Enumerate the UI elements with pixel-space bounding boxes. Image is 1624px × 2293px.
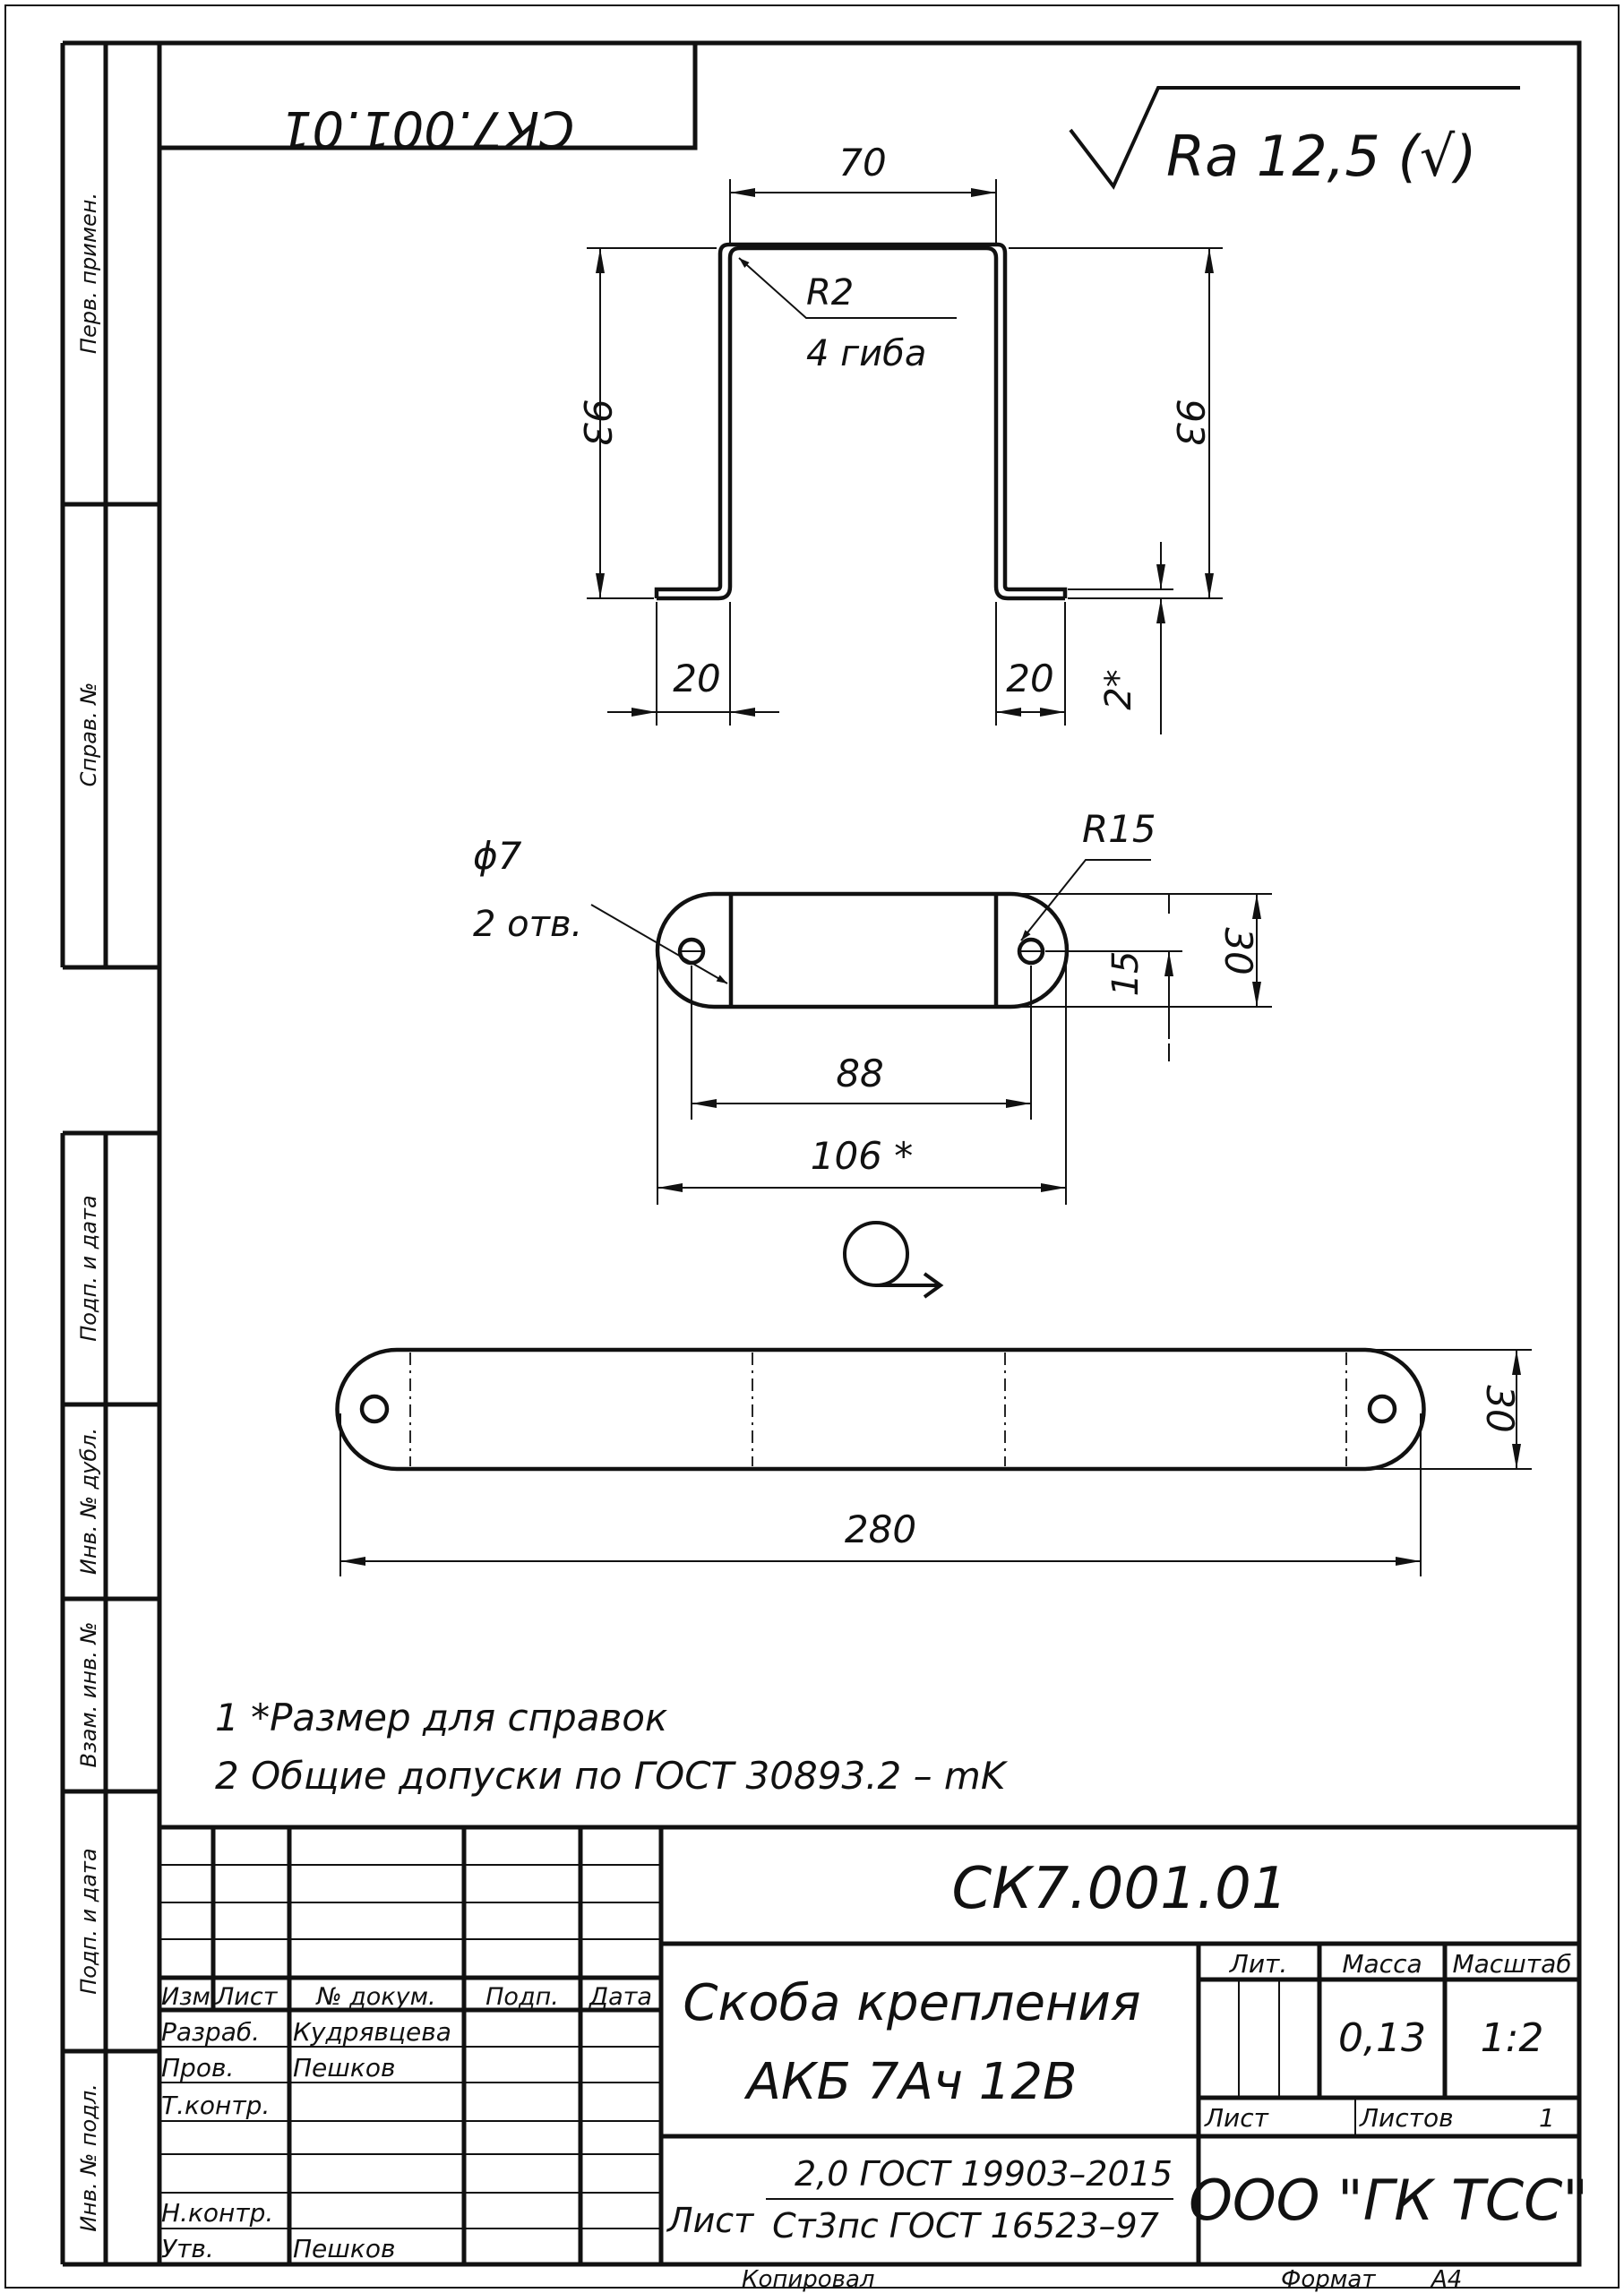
hole-diameter: ϕ7	[473, 834, 522, 878]
col-list: Лист	[215, 1983, 279, 2011]
holes-note: 2 отв.	[473, 904, 582, 945]
blank-hole-right	[1367, 1394, 1397, 1424]
left-strip: Перв. примен. Справ. № Подп. и дата Инв.…	[60, 40, 159, 2267]
name-razrab: Кудрявцева	[293, 2017, 451, 2047]
sheets-label: Листов	[1359, 2103, 1454, 2133]
dim-left-height: 93	[575, 399, 619, 446]
dim-width: 30	[1216, 927, 1260, 975]
material-prefix: Лист	[666, 2201, 755, 2240]
mirrored-code: СК7.001.01	[280, 99, 574, 158]
footer-format-value: А4	[1430, 2266, 1462, 2293]
bends-note: 4 гиба	[806, 333, 926, 374]
mass-value: 0,13	[1338, 2015, 1426, 2061]
col-date: Дата	[589, 1983, 652, 2011]
strip-label-podp-1: Подп. и дата	[76, 1195, 101, 1342]
roughness-symbol: Ra 12,5 (√)	[1069, 86, 1520, 190]
strip-label-podp-2: Подп. и дата	[76, 1848, 101, 1995]
blank-hole-left	[359, 1394, 390, 1424]
material-top: 2,0 ГОСТ 19903–2015	[795, 2154, 1173, 2194]
strip-label-vzam: Взам. инв. №	[76, 1622, 101, 1768]
dim-right-flange: 20	[1006, 657, 1053, 700]
role-tkontr: Т.контр.	[161, 2091, 270, 2120]
note-2: 2 Общие допуски по ГОСТ 30893.2 – mK	[215, 1754, 1009, 1798]
sheets-count: 1	[1539, 2103, 1555, 2133]
designation: СК7.001.01	[951, 1856, 1287, 1922]
dim-top-width: 70	[838, 141, 886, 185]
col-sign: Подп.	[485, 1983, 559, 2011]
strip-label-inv-dubl: Инв. № дубл.	[76, 1428, 101, 1575]
role-prov: Пров.	[161, 2053, 234, 2083]
strip-label-perv: Перв. примен.	[76, 193, 101, 354]
end-radius: R15	[1082, 807, 1156, 851]
drawing-frame	[157, 40, 1582, 2267]
blank-view: 30 280	[335, 1347, 1532, 1576]
strip-label-inv-podl: Инв. № подл.	[76, 2083, 101, 2232]
top-view: ϕ7 2 отв. R15 88 106 * 15 30	[473, 807, 1272, 1205]
blank-dim-width: 30	[1478, 1385, 1522, 1432]
part-name-line2: АКБ 7Ач 12В	[744, 2053, 1078, 2111]
mirrored-code-box: СК7.001.01	[159, 43, 698, 158]
company-name: ООО "ГК ТСС"	[1189, 2168, 1588, 2233]
dim-left-flange: 20	[673, 657, 720, 700]
dim-thickness: 2*	[1098, 669, 1139, 709]
flat-pattern-icon	[843, 1221, 944, 1299]
role-razrab: Разраб.	[161, 2017, 260, 2047]
dim-right-height: 93	[1168, 399, 1212, 446]
sheet-trim	[4, 4, 1620, 2289]
title-block: Изм. Лист № докум. Подп. Дата Разраб. Ку…	[159, 1825, 1588, 2264]
dim-total-length: 106 *	[811, 1134, 914, 1178]
scale-value: 1:2	[1481, 2015, 1544, 2061]
dim-half-width: 15	[1105, 951, 1147, 997]
footer-copied: Копировал	[742, 2266, 875, 2293]
header-lit: Лит.	[1229, 1949, 1287, 1979]
col-doc: № докум.	[314, 1983, 435, 2011]
part-name-line1: Скоба крепления	[683, 1974, 1140, 2032]
role-nkontr: Н.контр.	[161, 2198, 273, 2228]
roughness-value: Ra 12,5 (√)	[1166, 124, 1476, 189]
strip-label-sprav: Справ. №	[76, 683, 101, 787]
header-mass: Масса	[1342, 1949, 1422, 1979]
col-izm: Изм.	[161, 1983, 219, 2011]
material-bottom: Ст3пс ГОСТ 16523–97	[772, 2206, 1159, 2246]
profile-view: 70 93 93 R2 4 гиба 20 20 2*	[575, 141, 1223, 734]
name-utv: Пешков	[293, 2234, 395, 2263]
blank-dim-length: 280	[845, 1507, 916, 1551]
header-scale: Масштаб	[1452, 1949, 1571, 1979]
role-utv: Утв.	[161, 2234, 214, 2263]
footer-format-label: Формат	[1281, 2266, 1376, 2293]
dim-hole-spacing: 88	[836, 1052, 883, 1095]
note-1: 1 *Размер для справок	[215, 1696, 668, 1739]
sheet-label: Лист	[1204, 2103, 1269, 2133]
name-prov: Пешков	[293, 2053, 395, 2083]
bend-radius: R2	[806, 272, 854, 313]
